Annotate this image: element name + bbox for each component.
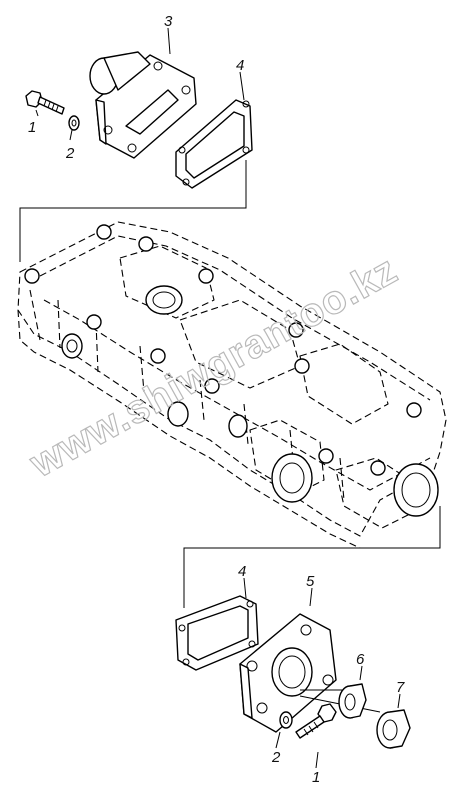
seal-ring-7 bbox=[376, 709, 411, 749]
housing-bores bbox=[61, 285, 439, 517]
washer-bottom bbox=[279, 711, 293, 729]
seal-ring-6 bbox=[338, 683, 367, 719]
gasket-top bbox=[175, 99, 253, 189]
leader-lines-bottom bbox=[183, 506, 441, 769]
washer-top bbox=[68, 115, 80, 131]
housing-bolts bbox=[24, 224, 422, 476]
callout-5: 5 bbox=[306, 573, 315, 590]
callout-3: 3 bbox=[164, 13, 173, 30]
bolt-top bbox=[25, 90, 65, 115]
leader-lines-top bbox=[19, 27, 247, 262]
callout-1-top: 1 bbox=[28, 119, 36, 136]
callout-4-top: 4 bbox=[236, 57, 244, 74]
gasket-bottom bbox=[175, 595, 259, 671]
callout-7: 7 bbox=[396, 679, 405, 696]
main-housing-body bbox=[17, 221, 447, 549]
callout-2-bottom: 2 bbox=[271, 749, 281, 766]
cover-plate-5 bbox=[239, 613, 381, 733]
bolt-bottom bbox=[295, 703, 337, 739]
callout-1-bottom: 1 bbox=[312, 769, 320, 786]
flange-3 bbox=[89, 51, 197, 159]
callout-2-top: 2 bbox=[65, 145, 75, 162]
callout-4-bottom: 4 bbox=[238, 563, 246, 580]
callout-6: 6 bbox=[356, 651, 365, 668]
